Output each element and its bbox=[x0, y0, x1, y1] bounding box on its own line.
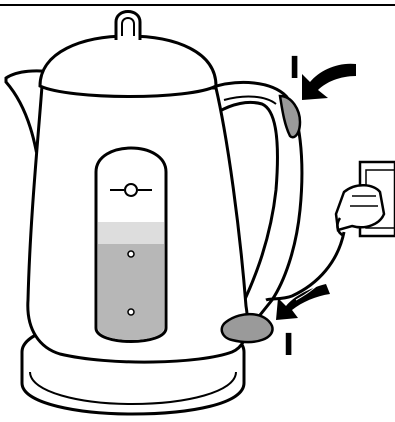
bottom-switch-label: I bbox=[283, 331, 294, 361]
water-level-window bbox=[96, 148, 166, 342]
max-level-mark bbox=[125, 184, 137, 196]
arrow-icon bbox=[302, 64, 356, 100]
level-dot bbox=[128, 251, 134, 257]
level-dot bbox=[128, 309, 134, 315]
top-switch-label: I bbox=[289, 54, 300, 84]
step-number: ) bbox=[0, 22, 2, 52]
power-switch bbox=[222, 314, 273, 342]
kettle-lid bbox=[40, 12, 216, 97]
